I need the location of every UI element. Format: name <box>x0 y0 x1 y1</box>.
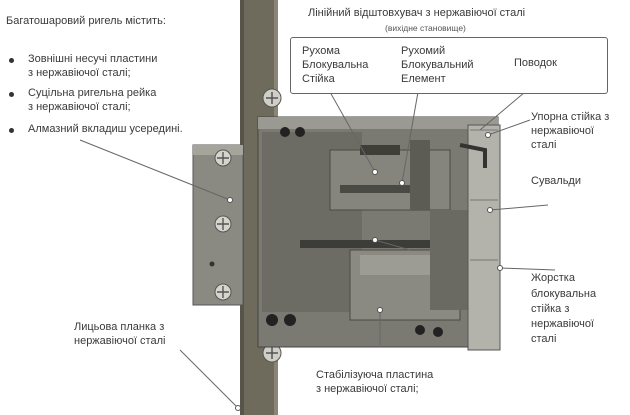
screw-icon <box>214 149 232 167</box>
callout-box <box>290 37 608 94</box>
label-stab-plate: Стабілізуюча пластина <box>316 369 434 381</box>
label-movable-stand: Стійка <box>302 73 335 85</box>
label-movable-element: Блокувальний <box>401 59 474 71</box>
bullet-icon <box>9 128 14 133</box>
label-movable-stand: Рухома <box>302 45 341 57</box>
screw-icon <box>262 88 282 108</box>
label-movable-element: Елемент <box>401 73 446 85</box>
label-rigid-stand: блокувальна <box>531 288 597 300</box>
key-hook <box>459 143 487 168</box>
label-tumblers: Сувальди <box>531 175 581 187</box>
label-stop-stand: Упорна стійка з <box>531 111 610 123</box>
label-movable-element: Рухомий <box>401 45 446 57</box>
bullet-icon <box>9 58 14 63</box>
label-leash: Поводок <box>514 57 557 69</box>
screw-icon <box>214 283 232 301</box>
label-stop-stand: сталі <box>531 139 557 151</box>
label-stab-plate: з нержавіючої сталі; <box>316 383 419 395</box>
pusher-subheading: (вихідне становище) <box>385 23 466 33</box>
label-rigid-stand: Жорстка <box>531 272 575 284</box>
bullet-icon <box>9 92 14 97</box>
bullet-line: з нержавіючої сталі; <box>28 67 131 79</box>
label-rigid-stand: стійка з <box>531 303 570 315</box>
label-face-plate: нержавіючої сталі <box>74 335 166 347</box>
label-movable-stand: Блокувальна <box>302 59 369 71</box>
pusher-heading: Лінійний відштовхувач з нержавіючої стал… <box>308 7 526 19</box>
label-rigid-stand: нержавіючої <box>531 318 594 330</box>
bullet-line: Алмазний вкладиш усередині. <box>28 123 183 135</box>
bolt-title: Багатошаровий ригель містить: <box>6 15 166 27</box>
label-rigid-stand: сталі <box>531 333 557 345</box>
label-face-plate: Лицьова планка з <box>74 321 165 333</box>
screw-icon <box>214 215 232 233</box>
label-stop-stand: нержавіючої <box>531 125 594 137</box>
bullet-line: з нержавіючої сталі; <box>28 101 131 113</box>
bullet-line: Суцільна ригельна рейка <box>28 87 157 99</box>
bullet-line: Зовнішні несучі пластини <box>28 53 158 65</box>
